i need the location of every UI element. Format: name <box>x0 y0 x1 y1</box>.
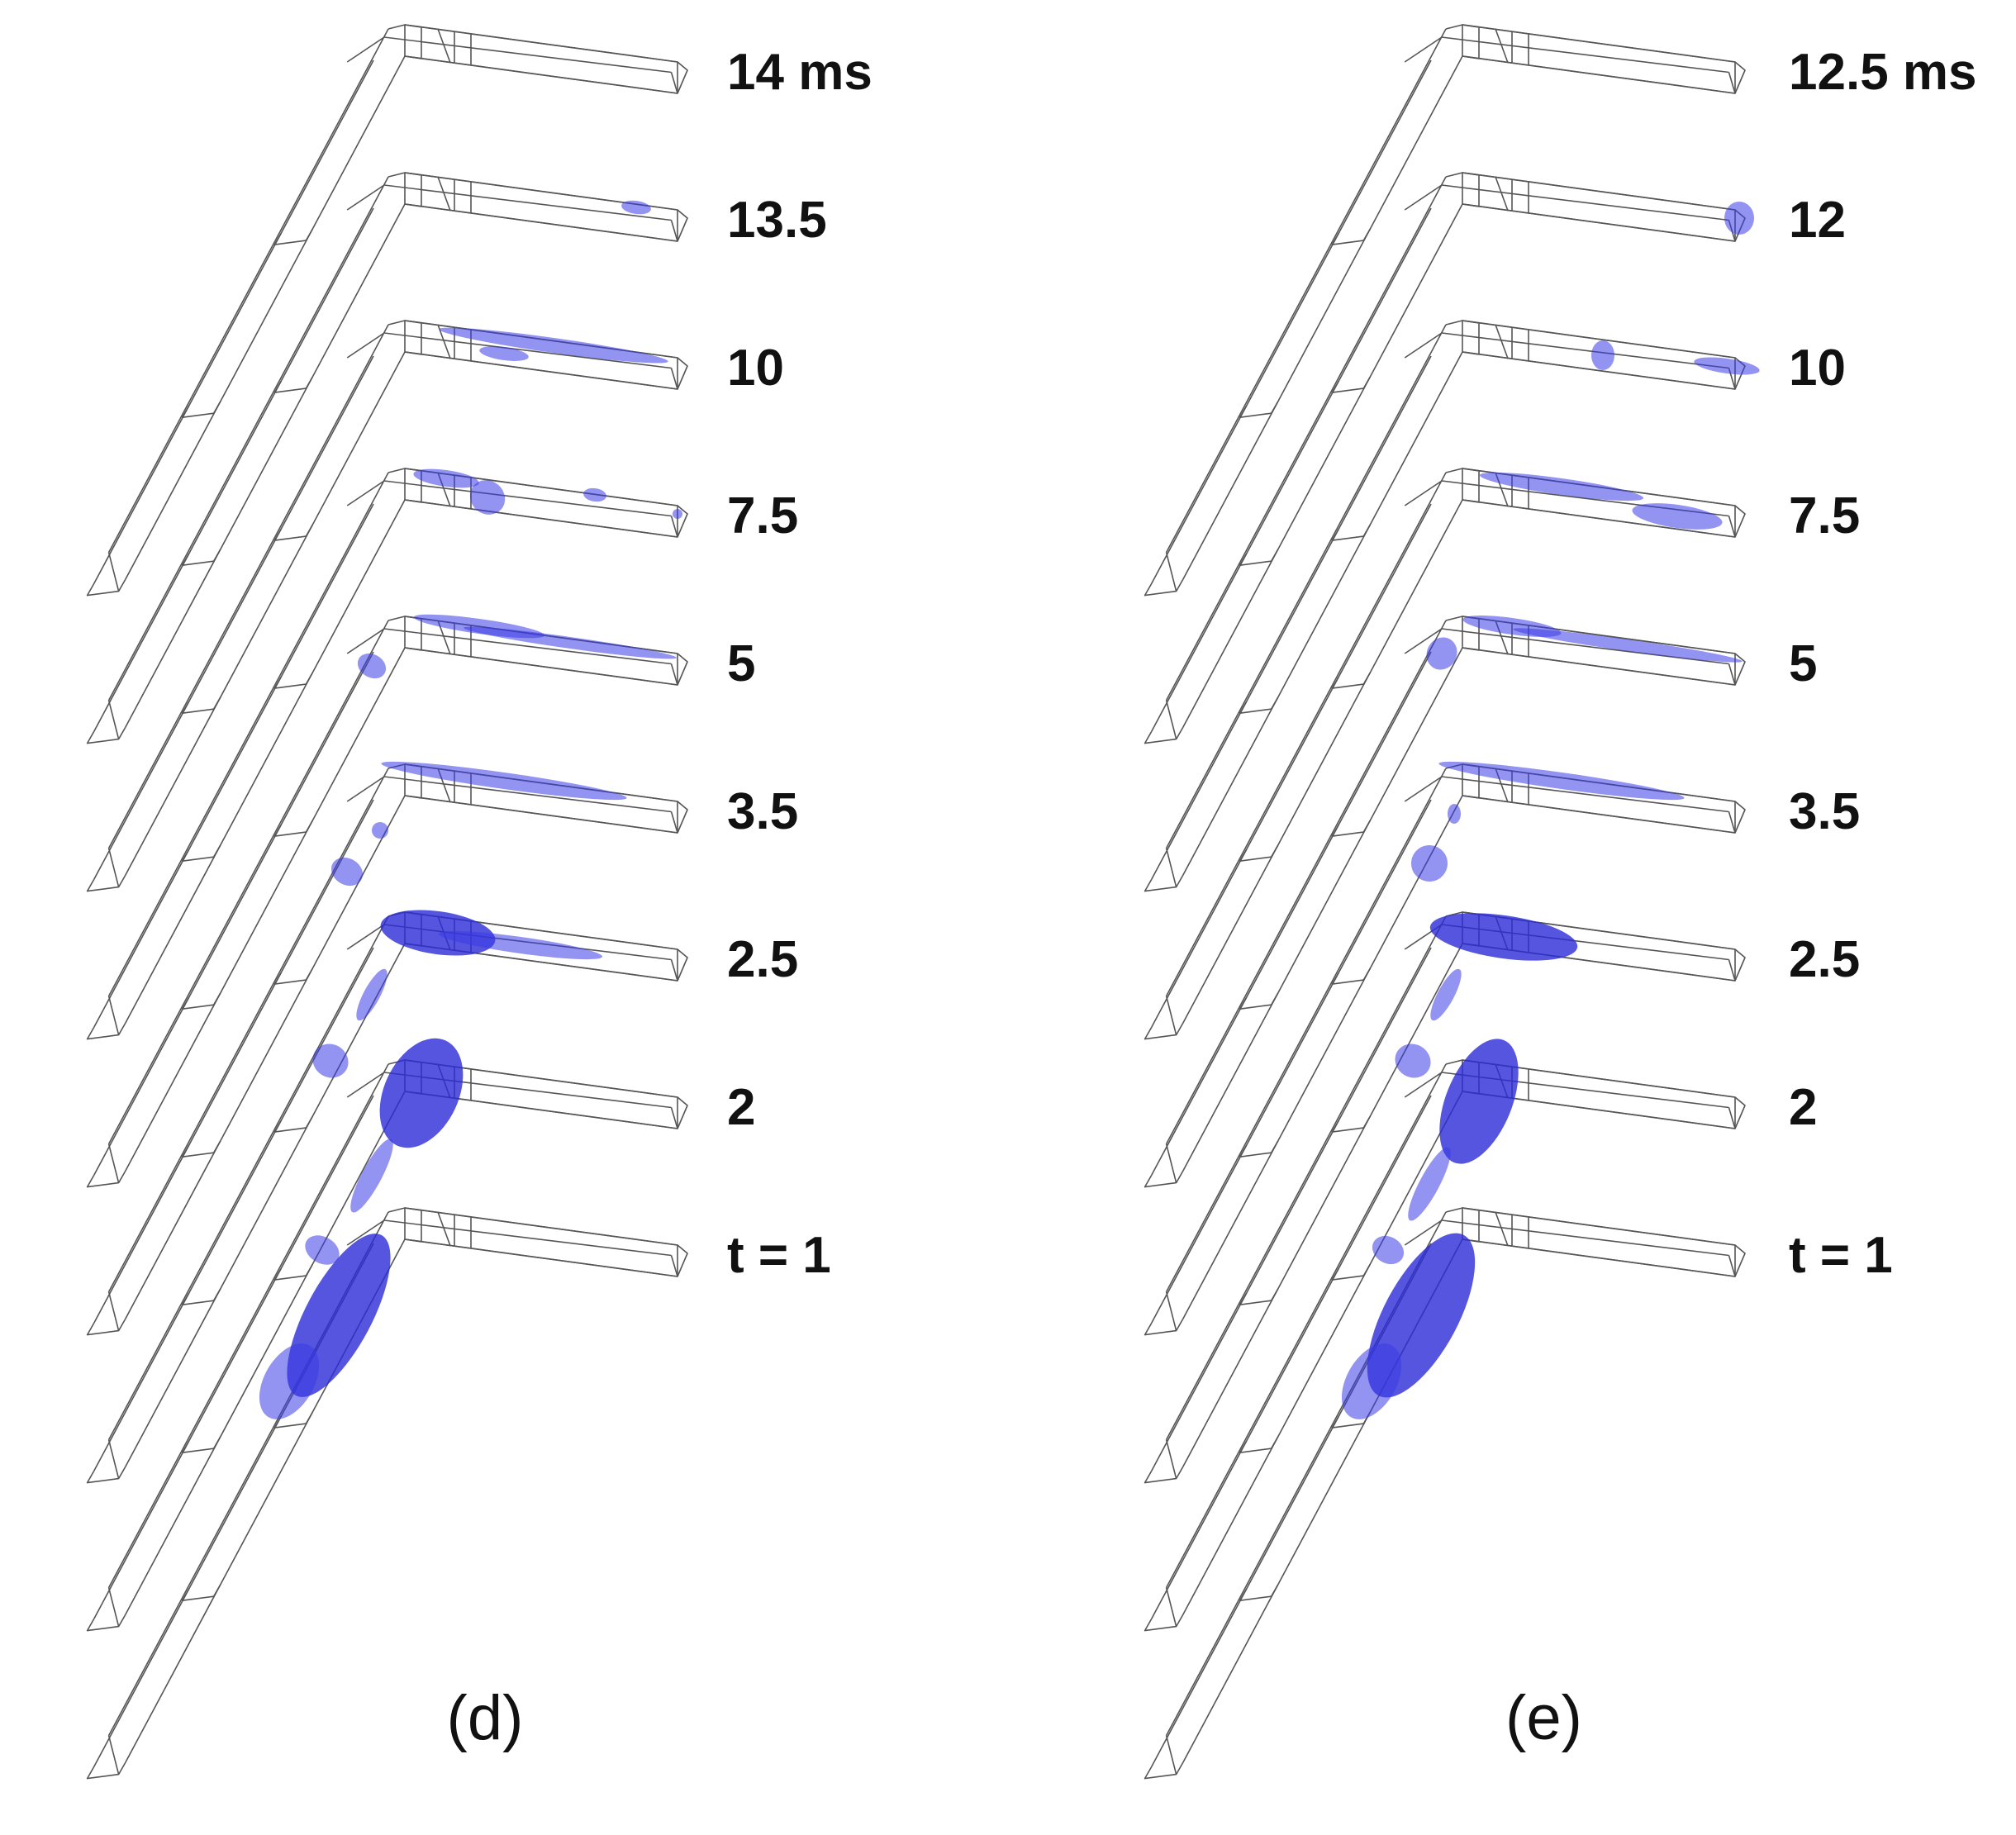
time-label: 12.5 ms <box>1789 44 1977 101</box>
fluid-region <box>1341 1343 1402 1419</box>
fluid-region <box>1513 628 1743 663</box>
time-label: 3.5 <box>727 783 798 840</box>
fluid-region <box>1591 340 1614 370</box>
time-label: t = 1 <box>1789 1227 1893 1284</box>
duct-frame <box>86 24 688 597</box>
fluid-region <box>469 480 506 515</box>
time-label: 7.5 <box>1789 487 1860 544</box>
duct-frame <box>1144 24 1746 597</box>
time-label: 10 <box>1789 340 1846 397</box>
fluid-region <box>413 468 479 488</box>
fluid-region <box>1395 1043 1431 1078</box>
fluid-region <box>1411 845 1448 882</box>
fluid-region <box>356 968 388 1021</box>
duct-frame <box>86 616 688 1188</box>
fluid-region <box>305 1235 340 1265</box>
panel-e: t = 1 2 2.5 3.5 5 7.5 10 12 12.5 ms (e) <box>1144 24 1977 1780</box>
fluid-region <box>380 910 496 956</box>
fluid-region <box>583 487 606 502</box>
fluid-region <box>479 346 529 361</box>
fluid-region <box>621 200 651 215</box>
duct-frame <box>86 911 688 1484</box>
fluid-region <box>330 857 364 887</box>
panel-d: t = 1 2 2.5 3.5 5 7.5 10 13.5 14 ms (d) <box>86 24 872 1780</box>
fluid-region <box>438 930 603 960</box>
time-label: 3.5 <box>1789 783 1860 840</box>
fluid-region <box>1426 637 1457 670</box>
duct-frame <box>86 1207 688 1780</box>
fluid-region <box>1429 913 1578 961</box>
time-label: 2.5 <box>727 931 798 988</box>
fluid-region <box>259 1343 320 1419</box>
fluid-region <box>372 822 388 839</box>
fluid-region <box>381 761 627 801</box>
fluid-region <box>1724 202 1754 235</box>
time-label: 5 <box>727 635 755 692</box>
fluid-region <box>1408 1147 1451 1221</box>
time-label: 10 <box>727 340 784 397</box>
fluid-region <box>1479 472 1644 502</box>
duct-frame <box>86 172 688 744</box>
fluid-region <box>357 653 387 679</box>
fluid-region <box>439 327 668 364</box>
time-label: 12 <box>1789 192 1846 249</box>
fluid-region <box>1439 1039 1519 1164</box>
time-label: t = 1 <box>727 1227 831 1284</box>
fluid-region <box>1430 968 1462 1021</box>
time-label: 2 <box>1789 1079 1817 1136</box>
fluid-region <box>312 1043 349 1078</box>
fluid-region <box>379 1038 464 1148</box>
time-label: 14 ms <box>727 44 872 101</box>
duct-frame <box>1144 172 1746 744</box>
fluid-region <box>464 626 677 659</box>
time-label: 5 <box>1789 635 1817 692</box>
fluid-region <box>673 509 682 519</box>
fluid-region <box>1632 503 1723 530</box>
panel-label: (e) <box>1505 1683 1582 1753</box>
time-label: 2.5 <box>1789 931 1860 988</box>
time-label: 13.5 <box>727 192 827 249</box>
fluid-region <box>1438 761 1685 801</box>
fluid-region <box>1448 804 1461 824</box>
panel-label: (d) <box>447 1683 524 1753</box>
time-label: 2 <box>727 1079 755 1136</box>
fluid-region <box>1372 1235 1405 1265</box>
time-label: 7.5 <box>727 487 798 544</box>
fluid-region <box>1694 357 1760 375</box>
fluid-region <box>350 1139 393 1213</box>
